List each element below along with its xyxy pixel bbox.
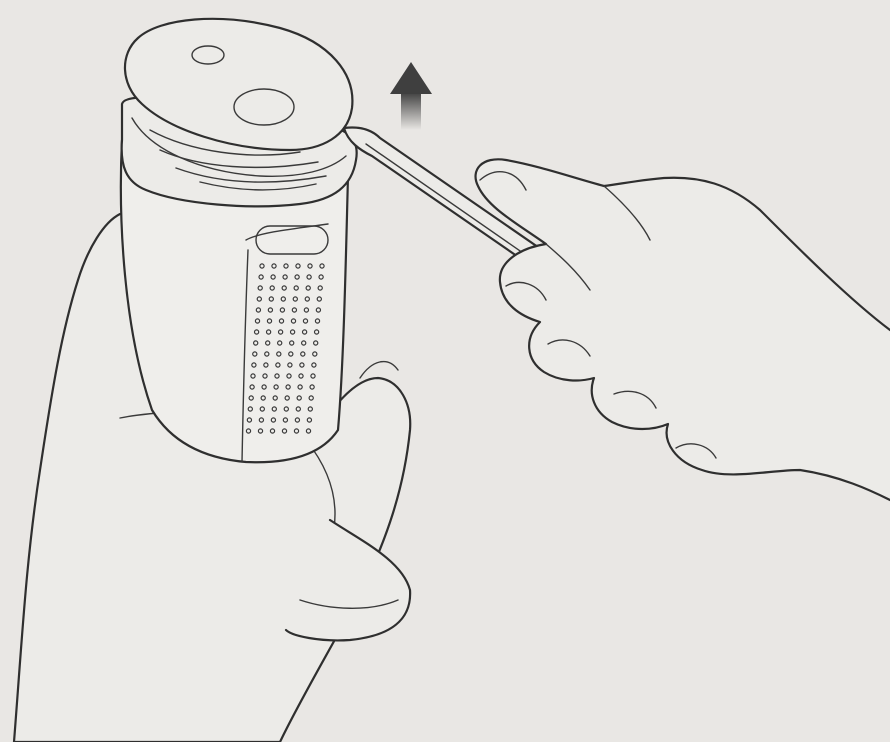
arrow-up-icon	[390, 62, 432, 130]
device-body	[121, 97, 357, 462]
right-hand	[476, 159, 890, 500]
